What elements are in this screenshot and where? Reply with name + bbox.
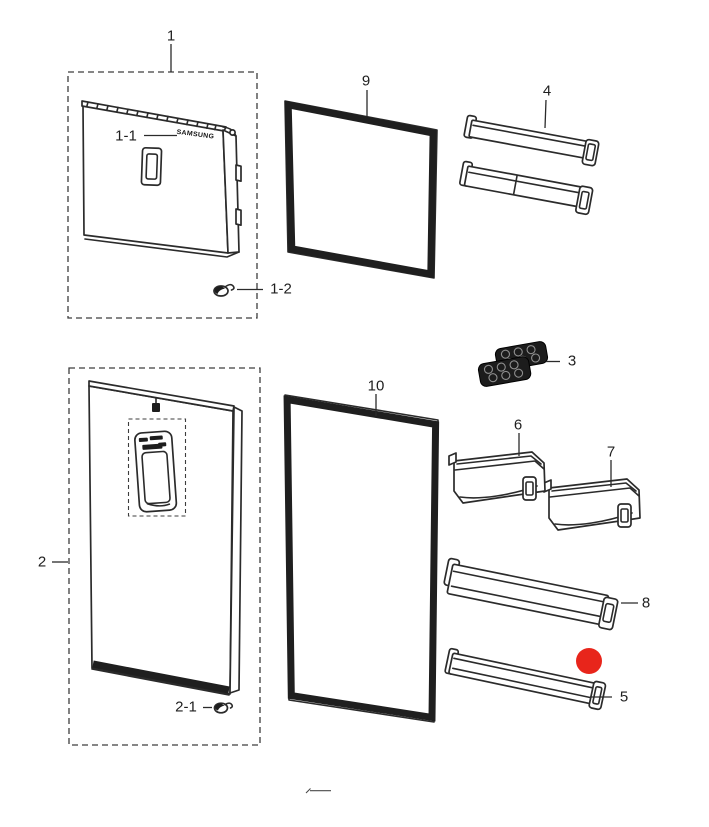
door-bin-right-drawing[interactable] [543, 478, 641, 531]
shelf-right-cap-inner [602, 602, 615, 624]
door-bottom-edge [91, 668, 230, 696]
callout-part-7[interactable]: 7 [606, 443, 616, 461]
bin-body [463, 165, 585, 208]
door-shelf-lower-drawing[interactable] [444, 647, 607, 711]
door-handle-recess [140, 146, 163, 187]
callout-part-1-2[interactable]: 1-2 [270, 280, 292, 298]
bin-front-rim [549, 487, 640, 498]
cap-shading [214, 286, 225, 294]
shelf-inner-line [452, 667, 592, 699]
bin-back-rim [551, 482, 637, 492]
dispenser-tray-line [146, 502, 171, 507]
door-right-side [229, 406, 243, 694]
bin-left-tab [448, 452, 457, 466]
bin-clip [617, 503, 632, 528]
freezer-bin-lower-drawing[interactable] [458, 160, 594, 216]
leader-lines [52, 44, 638, 709]
gasket-outline [284, 394, 439, 723]
freezer-door-cap-drawing[interactable] [213, 283, 235, 297]
dispenser-dashed-box [127, 418, 187, 517]
bin-right-cap-inner [578, 190, 590, 210]
dispenser-opening [141, 450, 171, 505]
callout-part-10[interactable]: 10 [367, 377, 385, 395]
bin-clip-inner [525, 481, 534, 496]
shelf-body [446, 563, 610, 626]
group-box-freezer-door [67, 71, 258, 319]
ice-tray-front-drawing[interactable] [477, 356, 532, 388]
bin-divider [512, 175, 518, 195]
callout-part-5[interactable]: 5 [619, 688, 629, 706]
dispenser-controls [138, 435, 167, 450]
selected-part-marker[interactable] [576, 648, 602, 674]
bin-front-rim [454, 460, 545, 471]
callout-part-1[interactable]: 1 [166, 27, 176, 45]
bin-clip-inner [620, 508, 629, 523]
freezer-gasket-drawing[interactable] [284, 100, 438, 279]
cap-shading [215, 703, 225, 711]
callout-part-4[interactable]: 4 [542, 82, 552, 100]
cap-hook [224, 283, 235, 291]
bin-clip [522, 476, 537, 501]
callout-part-9[interactable]: 9 [361, 72, 371, 90]
water-dispenser [134, 430, 178, 513]
fridge-door-drawing[interactable] [88, 380, 243, 696]
bin-body [468, 119, 591, 160]
callout-part-3[interactable]: 3 [567, 352, 577, 370]
bin-lip [472, 124, 588, 148]
callout-part-8[interactable]: 8 [641, 594, 651, 612]
callout-part-2-1[interactable]: 2-1 [175, 698, 197, 716]
door-bin-left-drawing[interactable] [448, 451, 546, 504]
shelf-front-rim [452, 570, 608, 604]
cap-hook [224, 702, 234, 709]
group-box-fridge-door [68, 367, 261, 746]
tray-cells [483, 360, 524, 383]
door-latch [152, 403, 160, 412]
fridge-door-cap-drawing[interactable] [213, 702, 234, 714]
hinge-hole [229, 129, 236, 136]
shelf-inner-line [450, 585, 603, 618]
freezer-door-drawing[interactable] [81, 100, 242, 258]
callout-part-2[interactable]: 2 [37, 553, 47, 571]
door-bottom-band [92, 660, 230, 694]
door-top-hatching [86, 101, 217, 131]
gasket-band [284, 100, 437, 279]
side-tab-upper [235, 164, 242, 183]
gasket-band [283, 395, 440, 722]
callout-part-1-1[interactable]: 1-1 [115, 127, 137, 145]
shelf-front-rim [453, 657, 595, 689]
callout-part-6[interactable]: 6 [513, 416, 523, 434]
door-bottom-edge [84, 238, 240, 258]
shelf-body [448, 652, 598, 705]
bin-right-cap-inner [585, 143, 597, 162]
shelf-right-cap-inner [592, 685, 603, 705]
side-tab-lower [235, 208, 242, 227]
bin-back-rim [456, 455, 542, 465]
fridge-gasket-drawing[interactable] [283, 394, 440, 723]
page-fold-mark [305, 788, 331, 794]
door-top-band [88, 380, 235, 412]
freezer-bin-upper-drawing[interactable] [463, 114, 600, 167]
bin-lip [468, 171, 582, 194]
door-shelf-upper-drawing[interactable] [442, 557, 620, 631]
